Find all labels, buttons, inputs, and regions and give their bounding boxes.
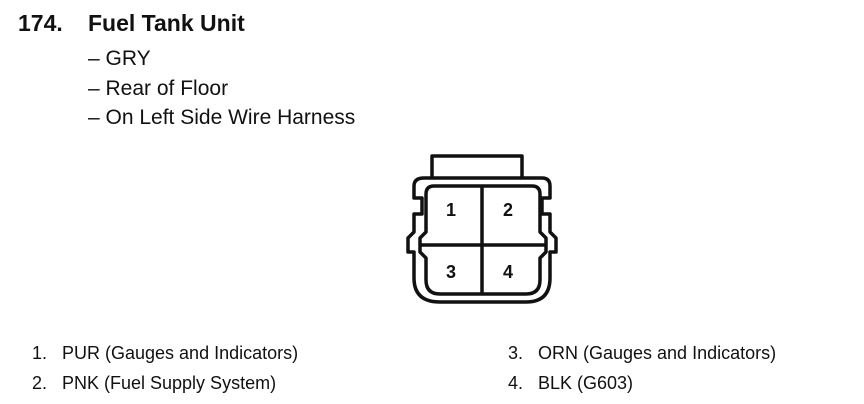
component-details: – GRY – Rear of Floor – On Left Side Wir… [88, 44, 355, 133]
pin-list-left: 1. PUR (Gauges and Indicators) 2. PNK (Fue… [32, 338, 298, 398]
pin-item-3: 3. ORN (Gauges and Indicators) [508, 338, 776, 368]
pin-number: 2. [32, 373, 48, 393]
pin-number: 4. [508, 373, 524, 393]
pin-description: PUR (Gauges and Indicators) [62, 343, 299, 363]
pin-description: PNK (Fuel Supply System) [62, 373, 277, 393]
detail-color: – GRY [88, 47, 151, 70]
connector-cavity-outline [418, 184, 548, 296]
pin-item-1: 1. PUR (Gauges and Indicators) [32, 338, 298, 368]
pin-list-right: 3. ORN (Gauges and Indicators) 4. BLK (G60… [508, 338, 776, 398]
cavity-label-3: 3 [446, 262, 456, 282]
connector-diagram: 1 2 3 4 [406, 154, 558, 304]
cavity-label-2: 2 [503, 200, 513, 220]
pin-number: 3. [508, 343, 524, 363]
pin-description: BLK (G603) [538, 373, 634, 393]
cavity-label-4: 4 [503, 262, 513, 282]
component-number: 174. [18, 10, 63, 36]
pin-number: 1. [32, 343, 48, 363]
pin-item-2: 2. PNK (Fuel Supply System) [32, 368, 298, 398]
detail-location: – Rear of Floor [88, 76, 229, 100]
component-name: Fuel Tank Unit [88, 10, 245, 36]
pin-description: ORN (Gauges and Indicators) [538, 343, 777, 363]
detail-harness: – On Left Side Wire Harness [88, 106, 356, 129]
component-title: 174. Fuel Tank Unit [18, 8, 245, 38]
pin-item-4: 4. BLK (G603) [508, 368, 776, 398]
cavity-label-1: 1 [446, 200, 456, 220]
